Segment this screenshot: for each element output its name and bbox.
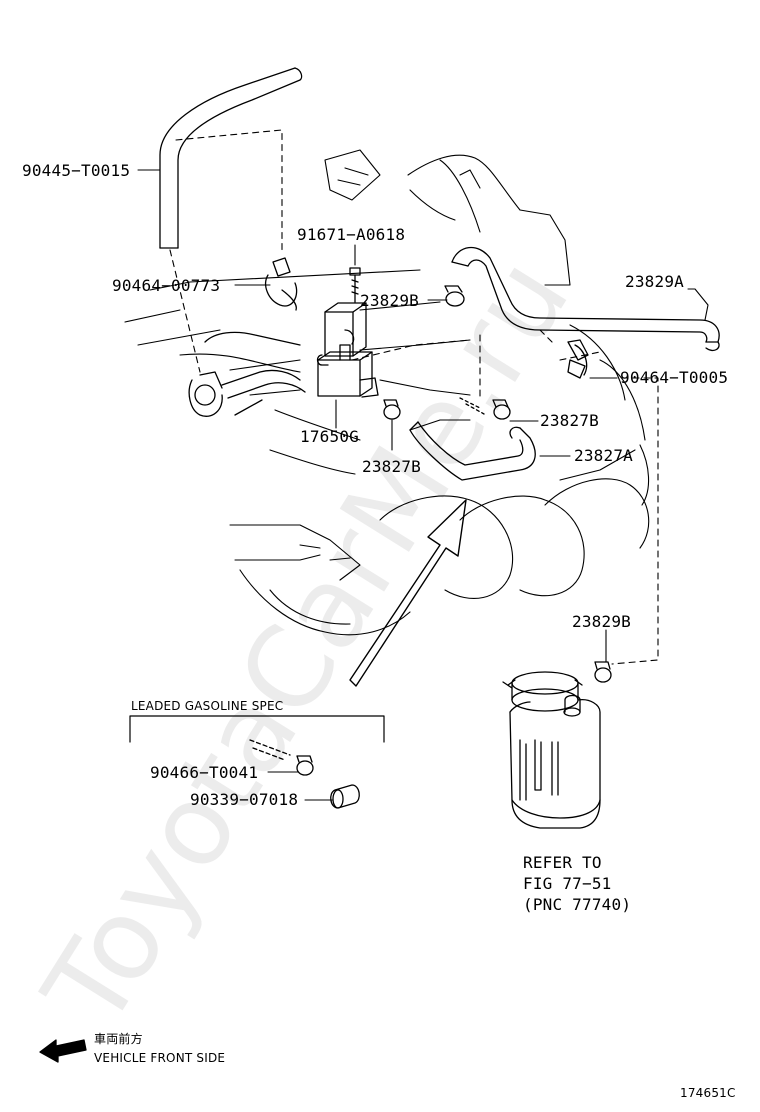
part-label-91671-a0618[interactable]: 91671−A0618 xyxy=(297,225,406,244)
purge-port-assembly xyxy=(188,331,306,417)
clamp-23827b-right xyxy=(459,397,511,420)
part-label-90339-07018[interactable]: 90339−07018 xyxy=(190,790,299,809)
charcoal-canister xyxy=(502,671,601,829)
clamp-90464-t0005 xyxy=(567,339,589,379)
part-label-90466-t0041[interactable]: 90466−T0041 xyxy=(150,763,259,782)
clamp-23829b-top xyxy=(444,285,465,307)
part-label-23829b-canister[interactable]: 23829B xyxy=(572,612,631,631)
spec-box-parts xyxy=(249,739,360,809)
spec-box-bracket xyxy=(129,715,385,743)
part-label-23829a[interactable]: 23829A xyxy=(625,272,684,291)
bolt-91671 xyxy=(349,267,361,303)
refer-note-line2[interactable]: FIG 77−51 xyxy=(523,874,612,893)
spec-box-title: LEADED GASOLINE SPEC xyxy=(131,699,284,713)
clamp-90464-00773 xyxy=(265,257,298,311)
refer-note-line3[interactable]: (PNC 77740) xyxy=(523,895,632,914)
part-label-23827a[interactable]: 23827A xyxy=(574,446,633,465)
hose-90445 xyxy=(159,67,303,249)
front-note-jp: 車両前方 xyxy=(94,1032,143,1046)
vsv-valve-17650g xyxy=(316,302,379,398)
dashed-leader-lines xyxy=(169,129,659,665)
part-label-90464-t0005[interactable]: 90464−T0005 xyxy=(620,368,729,387)
refer-note-line1: REFER TO xyxy=(523,853,602,872)
hose-23829a xyxy=(451,246,720,352)
hose-23827a xyxy=(409,421,536,481)
part-label-17650g[interactable]: 17650G xyxy=(300,427,359,446)
part-label-23827b-left[interactable]: 23827B xyxy=(362,457,421,476)
clamp-23827b-left xyxy=(383,399,401,420)
label-leaders xyxy=(137,169,709,801)
part-label-23829b-top[interactable]: 23829B xyxy=(360,291,419,310)
part-label-23827b-right[interactable]: 23827B xyxy=(540,411,599,430)
direction-arrow xyxy=(349,499,467,687)
engine-outline xyxy=(124,149,650,636)
clamp-23829b-canister xyxy=(594,661,612,683)
part-label-90464-00773[interactable]: 90464−00773 xyxy=(112,276,221,295)
front-note-en: VEHICLE FRONT SIDE xyxy=(94,1051,226,1065)
figure-code: 174651C xyxy=(680,1086,736,1100)
part-label-90445-t0015[interactable]: 90445−T0015 xyxy=(22,161,131,180)
vehicle-front-arrow-icon xyxy=(39,1039,87,1063)
